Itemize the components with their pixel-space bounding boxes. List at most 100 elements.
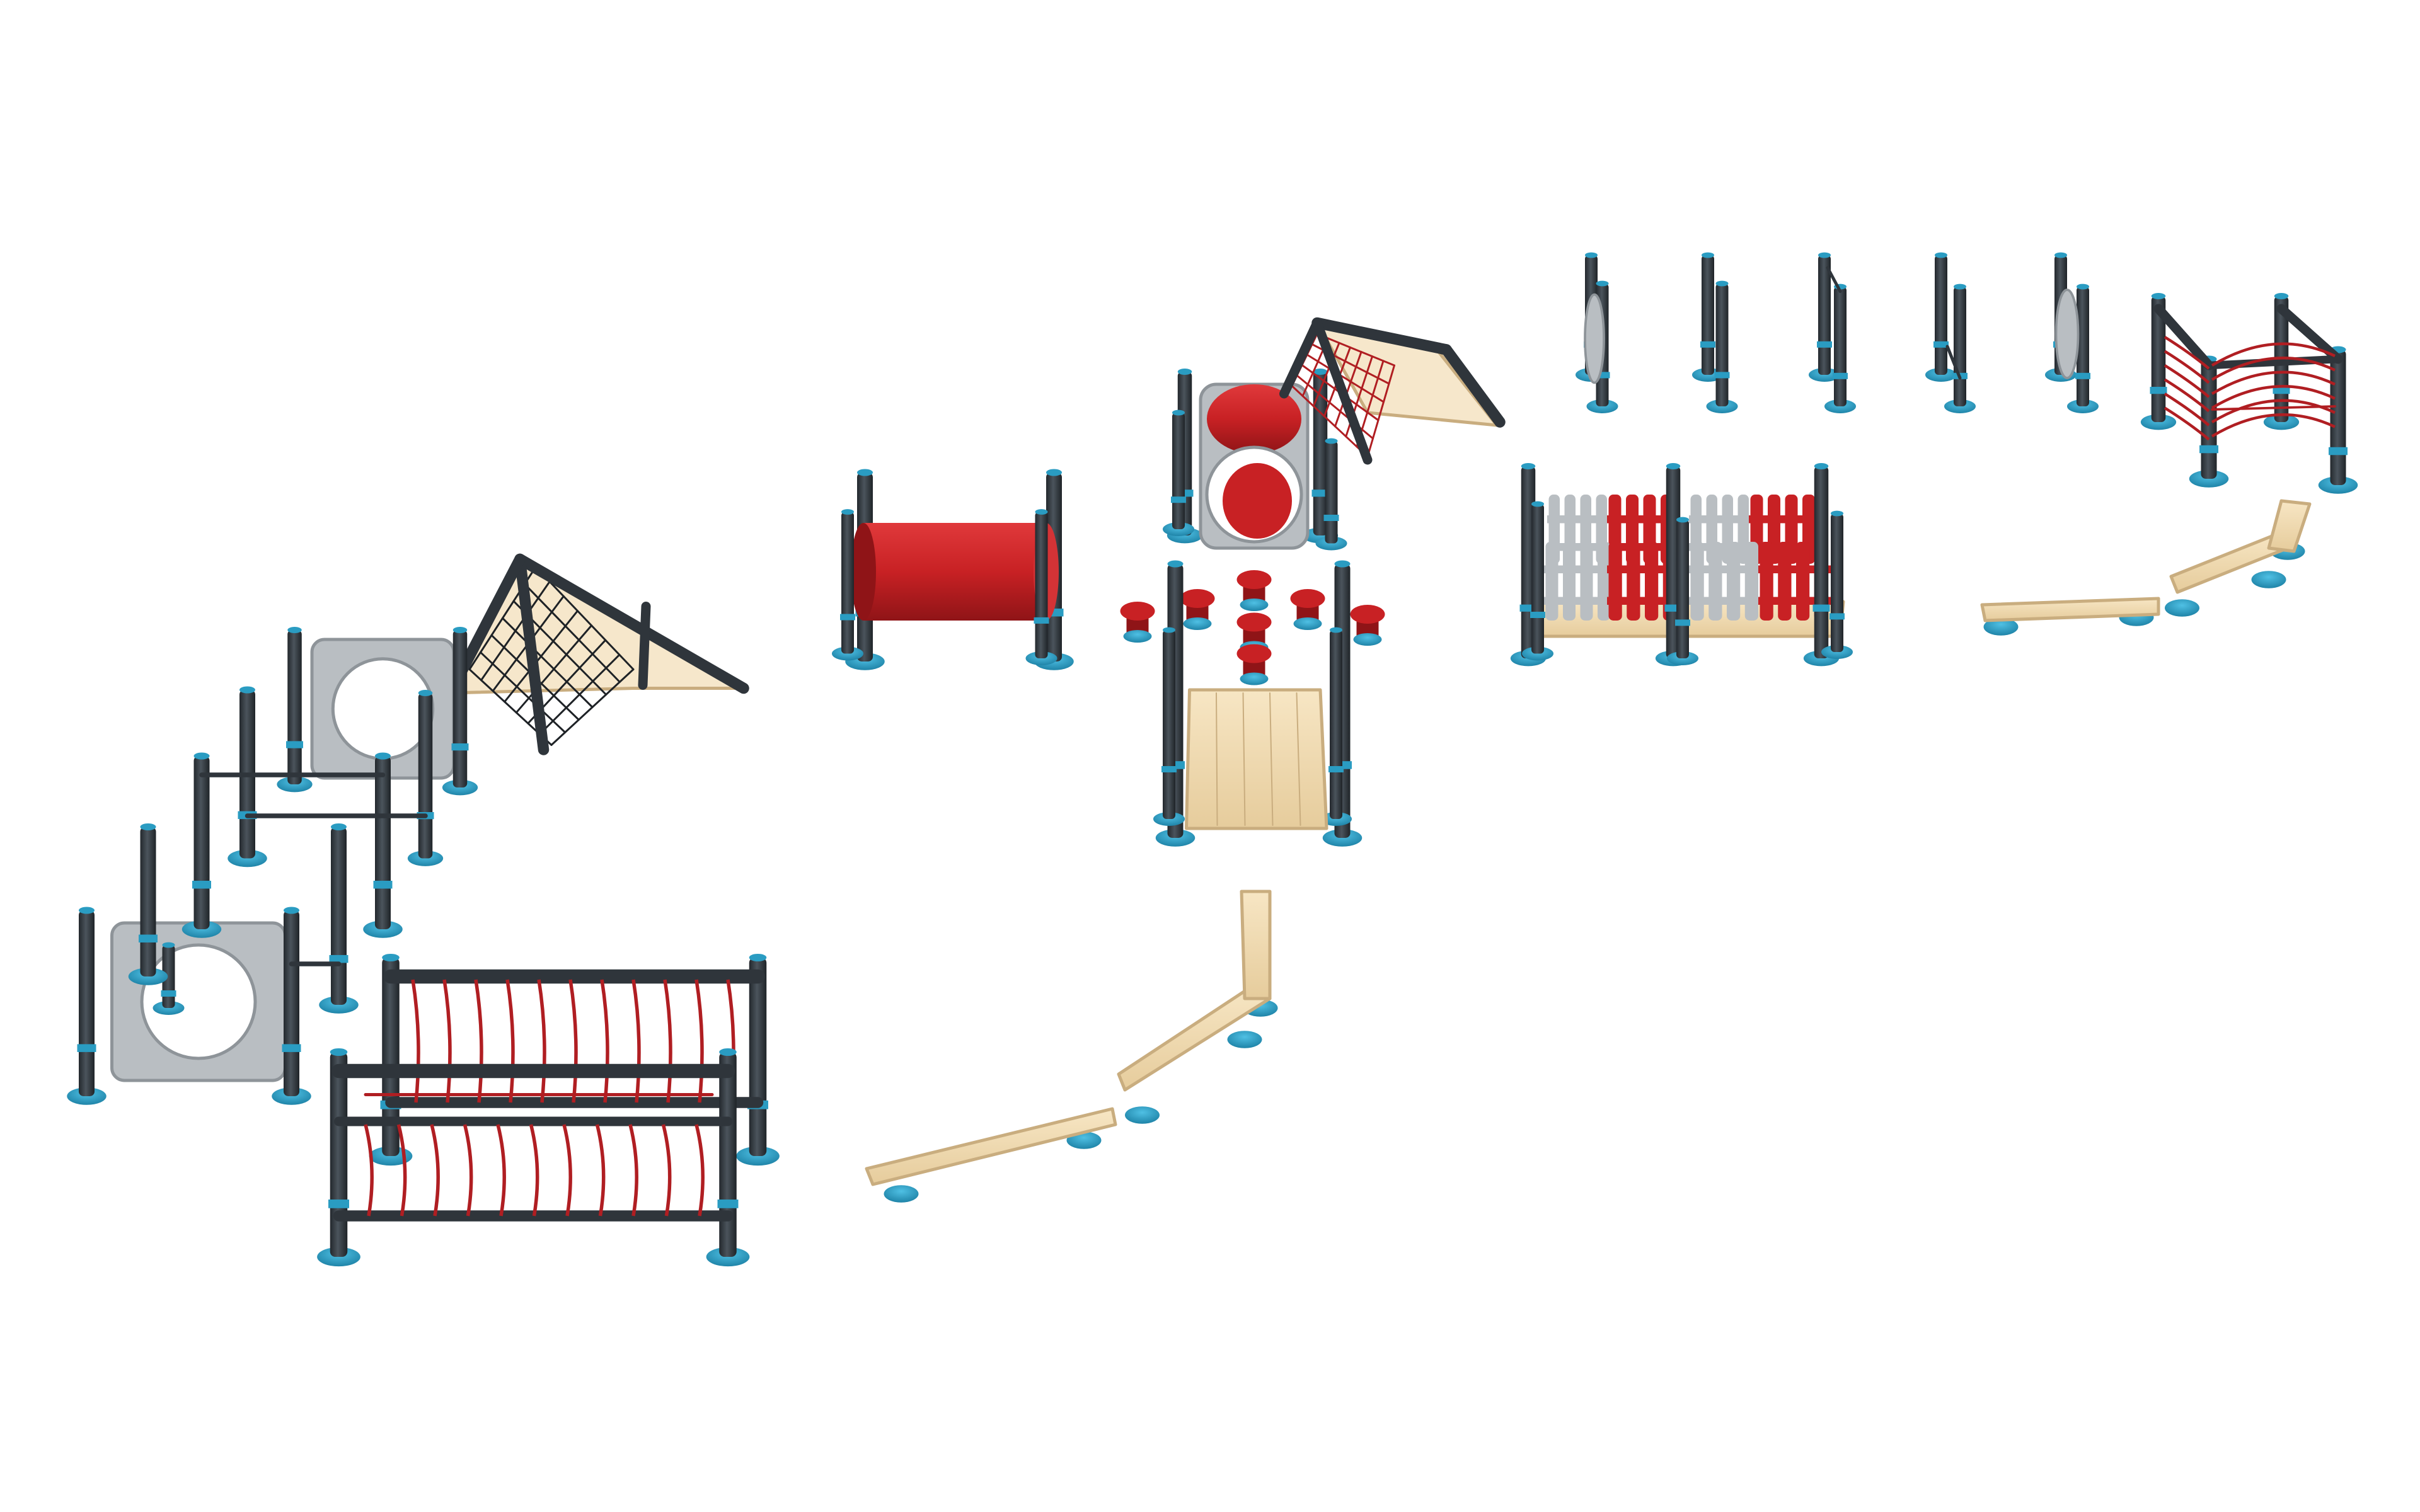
fence-picket	[1796, 542, 1810, 621]
post-cap	[841, 509, 854, 515]
stump-top	[1290, 589, 1325, 608]
rope	[595, 1124, 606, 1217]
post-cap	[1702, 252, 1714, 258]
post	[1163, 630, 1175, 819]
post-collar	[717, 1200, 739, 1208]
fence-picket	[1598, 542, 1610, 621]
post-cap	[1814, 463, 1829, 469]
rail	[1826, 266, 1842, 293]
stump-foot	[1240, 672, 1269, 685]
rail	[2276, 304, 2343, 364]
post-cap	[284, 907, 299, 914]
wood-deck-ramp	[1153, 560, 1363, 847]
panel-hole	[331, 657, 435, 760]
post-cap	[2054, 252, 2067, 258]
rail	[514, 553, 550, 755]
post-collar	[282, 1044, 301, 1052]
post	[452, 630, 468, 788]
slim-panel	[2054, 289, 2080, 379]
fence-rail	[1607, 543, 1676, 551]
post-collar	[1034, 617, 1049, 624]
post	[1325, 441, 1338, 544]
stump-foot	[1183, 617, 1212, 630]
post-collar	[1675, 619, 1690, 626]
post	[1172, 413, 1185, 529]
post-cap	[1521, 463, 1536, 469]
post	[1935, 255, 1947, 375]
rail	[1306, 353, 1385, 403]
fence-rail	[1749, 515, 1818, 524]
post-collar	[1833, 372, 1848, 379]
rail	[1366, 364, 1395, 458]
cargo-net-right	[2140, 293, 2358, 494]
post	[375, 756, 391, 929]
beam-foot	[1983, 618, 2019, 636]
surface	[447, 558, 742, 695]
climbing-a-frame-left	[447, 553, 749, 755]
post	[1814, 466, 1829, 658]
post	[193, 756, 210, 929]
rope	[661, 1124, 672, 1217]
post-cap	[719, 1048, 737, 1057]
beam-foot	[1125, 1106, 1160, 1124]
post-collar	[1700, 341, 1715, 348]
post-cap	[331, 823, 347, 830]
rope	[694, 979, 704, 1103]
post-cap	[2151, 293, 2166, 299]
balance-beam	[1240, 890, 1272, 1000]
rail	[2153, 304, 2214, 370]
rail	[524, 583, 621, 683]
fence-picket	[1708, 542, 1722, 621]
fence-rail	[1607, 597, 1680, 605]
rail	[514, 553, 749, 694]
post-cap	[1330, 627, 1342, 633]
fence-picket	[1690, 542, 1704, 621]
rope	[2211, 370, 2336, 395]
post-collar	[328, 1200, 349, 1208]
rope	[663, 979, 672, 1103]
stump-top	[1120, 602, 1155, 621]
tube-inner	[1223, 463, 1292, 539]
rail	[2204, 355, 2342, 370]
post-collar	[161, 990, 176, 997]
rail	[504, 610, 579, 703]
rope	[600, 979, 609, 1103]
post-collar	[2273, 387, 2290, 394]
rope	[430, 1124, 440, 1217]
beam-foot	[2165, 599, 2199, 617]
rope	[2164, 350, 2210, 384]
rail	[502, 617, 594, 708]
rope	[2211, 385, 2336, 410]
post-cap	[1818, 252, 1831, 258]
post-collar	[1323, 515, 1339, 521]
rail	[1296, 692, 1301, 826]
fence-picket	[1545, 542, 1559, 621]
red-tube	[863, 523, 1046, 621]
post	[79, 910, 95, 1096]
post-collar	[1519, 604, 1537, 612]
post-collar	[1530, 612, 1545, 618]
fence-rail	[1689, 515, 1752, 524]
post	[1954, 287, 1966, 406]
post-collar	[1817, 341, 1832, 348]
post	[1834, 287, 1847, 406]
rope	[411, 979, 420, 1103]
post	[1715, 284, 1729, 406]
rail	[1269, 692, 1274, 826]
post	[382, 958, 400, 1156]
post-cap	[193, 752, 210, 760]
fence-rail	[1544, 565, 1613, 573]
post-collar	[1311, 490, 1329, 497]
post-collar	[1714, 372, 1730, 379]
post-cap	[1676, 517, 1689, 523]
scene-layer	[67, 252, 2358, 1267]
post-cap	[287, 627, 302, 633]
rail	[550, 668, 635, 746]
stump-foot	[1240, 598, 1269, 611]
rail	[1441, 344, 1506, 428]
deck	[1185, 688, 1328, 830]
stump-top	[1236, 644, 1272, 663]
rail	[638, 602, 651, 690]
fence-picket	[1627, 542, 1640, 621]
post	[1676, 520, 1689, 658]
